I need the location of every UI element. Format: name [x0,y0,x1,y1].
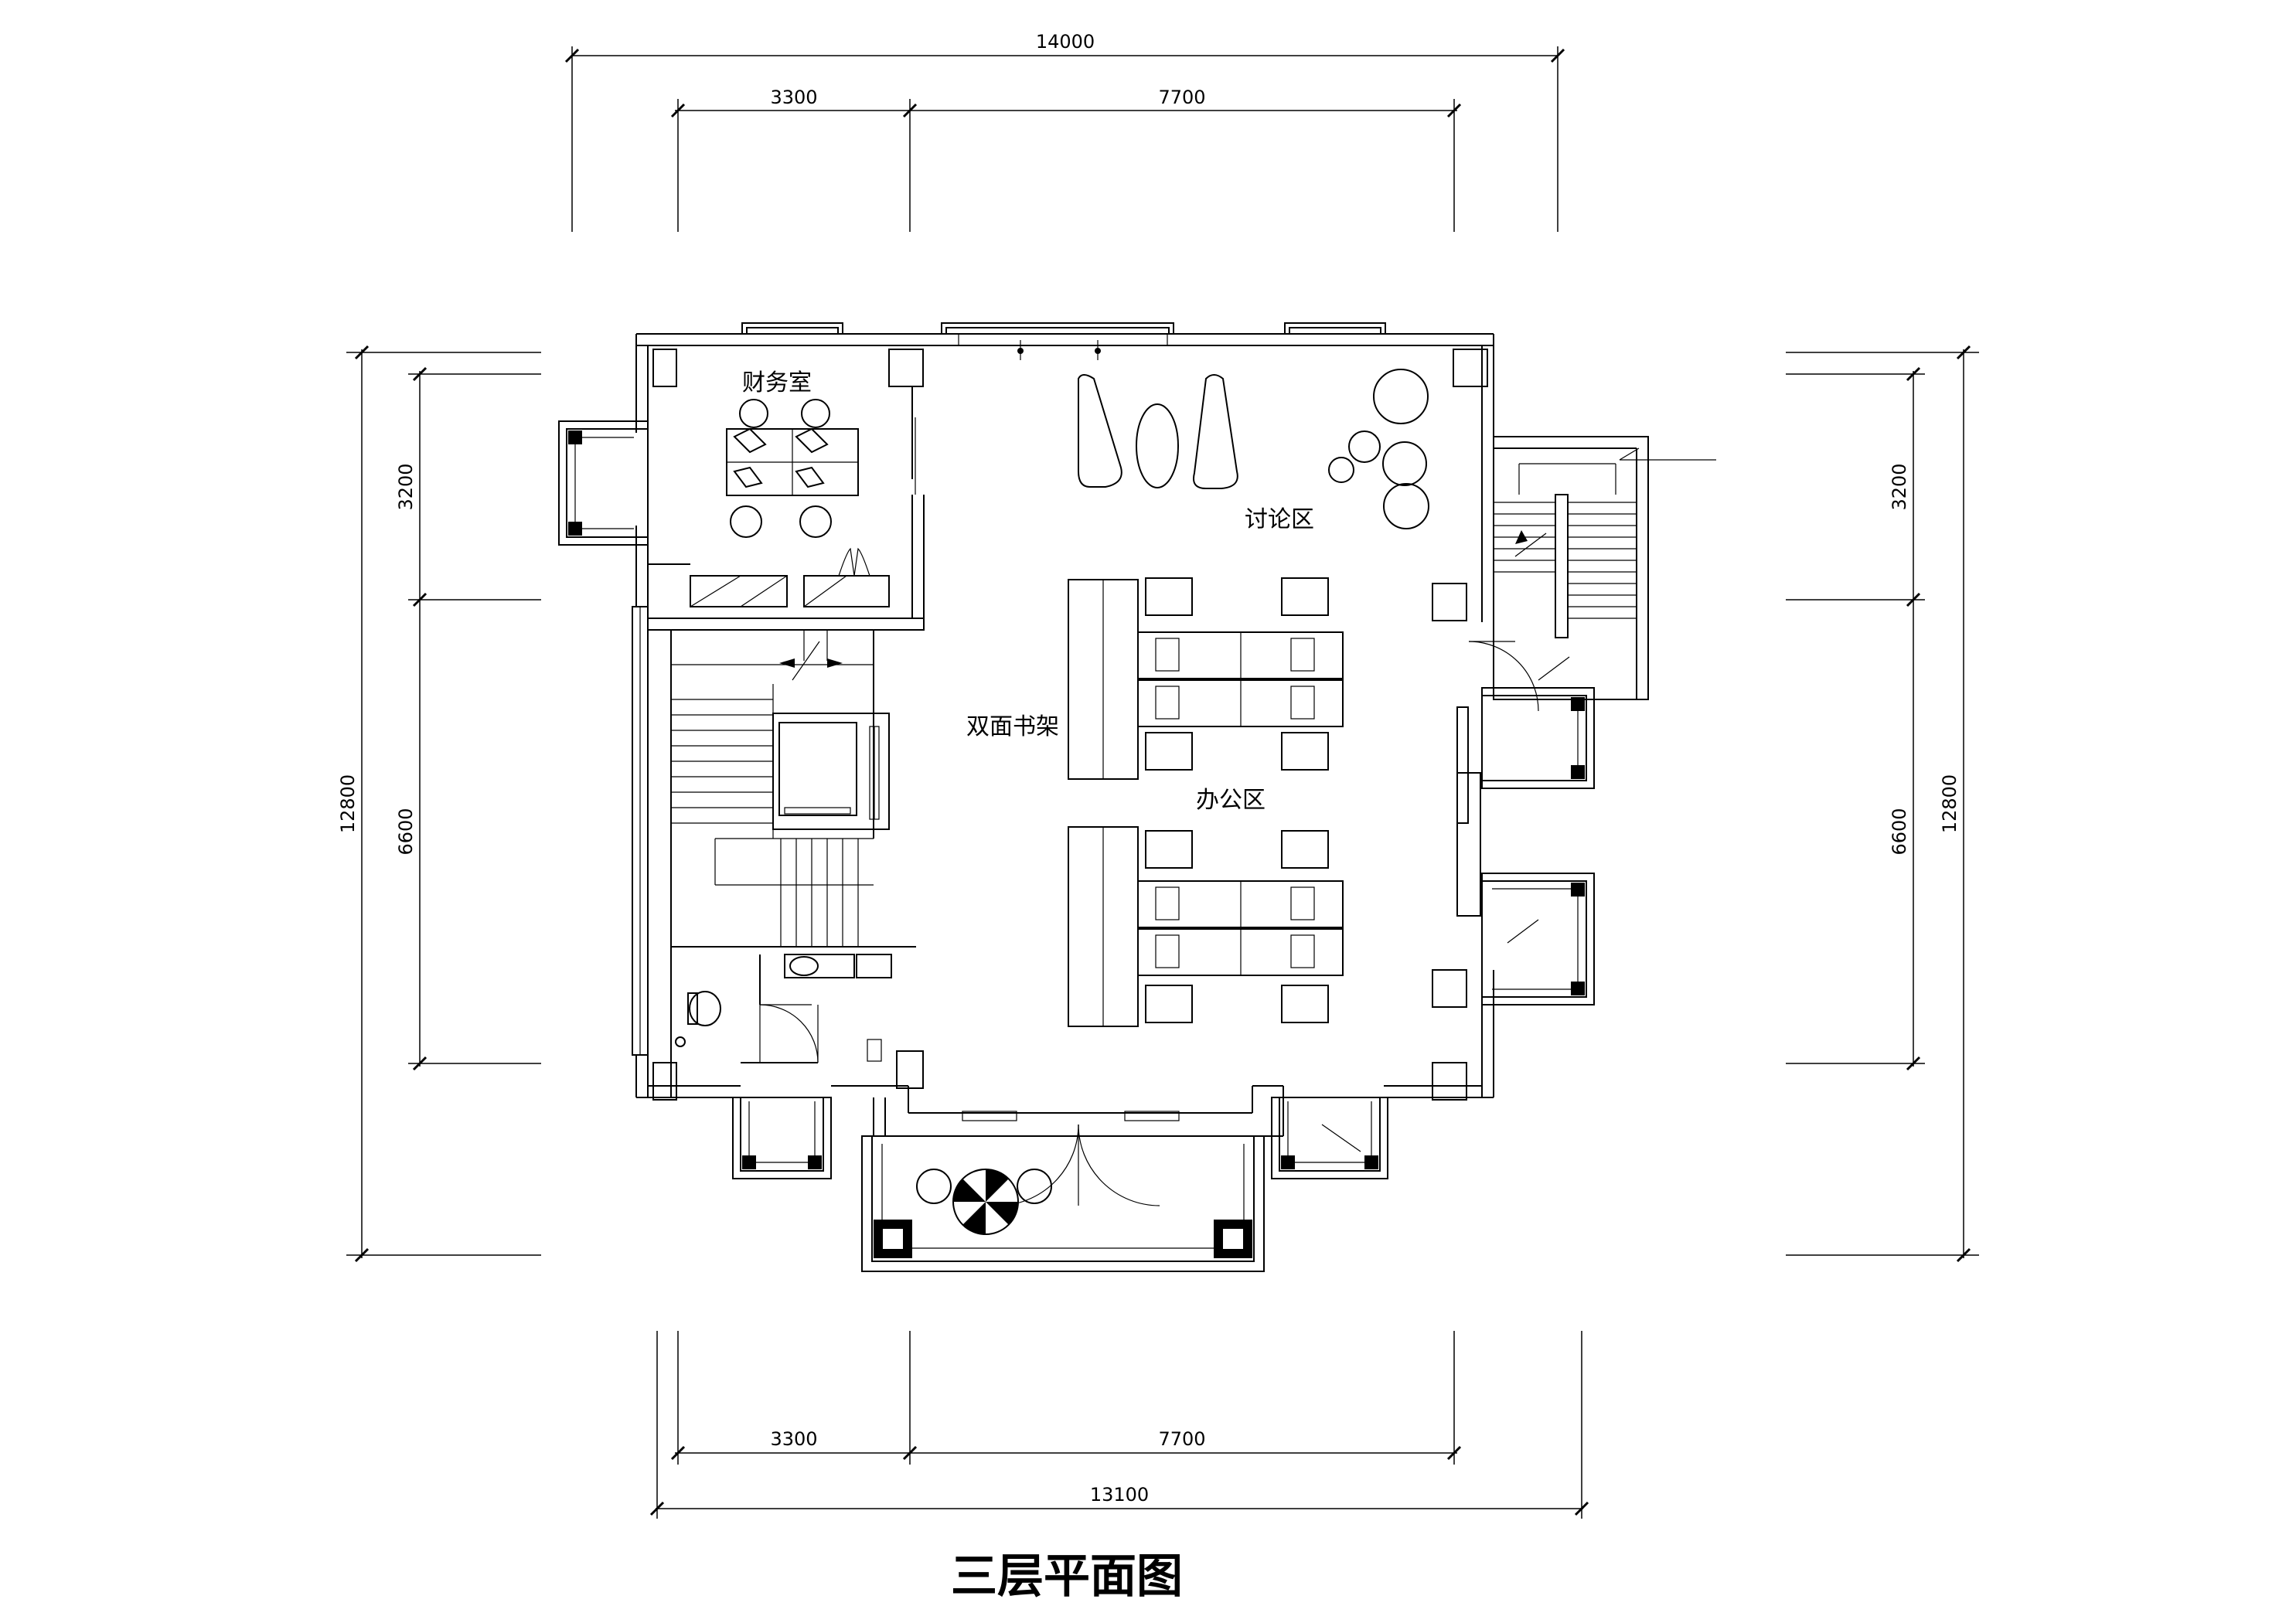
finance-room [648,386,925,619]
building-walls [632,322,1494,1206]
label-bookshelf: 双面书架 [966,713,1059,740]
dimension-lines [346,46,1979,1519]
dim-right-lower: 6600 [1889,808,1910,855]
dim-bottom-right: 7700 [1158,1428,1205,1450]
dim-right-upper: 3200 [1889,463,1910,510]
balcony-table [916,1169,1052,1235]
restroom [670,947,892,1097]
dim-left-total: 12800 [337,774,359,833]
office-area [1068,577,1344,1027]
dim-bottom-left: 3300 [770,1428,817,1450]
drawing-title: 三层平面图 [951,1550,1183,1604]
label-finance-room: 财务室 [742,369,812,396]
label-discussion-area: 讨论区 [1245,506,1314,533]
exterior-stair [1468,436,1716,944]
dim-right-total: 12800 [1939,774,1960,833]
stair-core [647,618,925,948]
dim-bottom-total: 13100 [1090,1484,1149,1506]
dim-top-total: 14000 [1036,31,1095,53]
balconies [558,420,1595,1272]
dim-top-right: 7700 [1158,87,1205,108]
dim-top-left: 3300 [770,87,817,108]
label-office-area: 办公区 [1196,787,1266,814]
dim-left-upper: 3200 [395,463,417,510]
discussion-area [1078,369,1429,529]
dim-left-lower: 6600 [395,808,417,855]
